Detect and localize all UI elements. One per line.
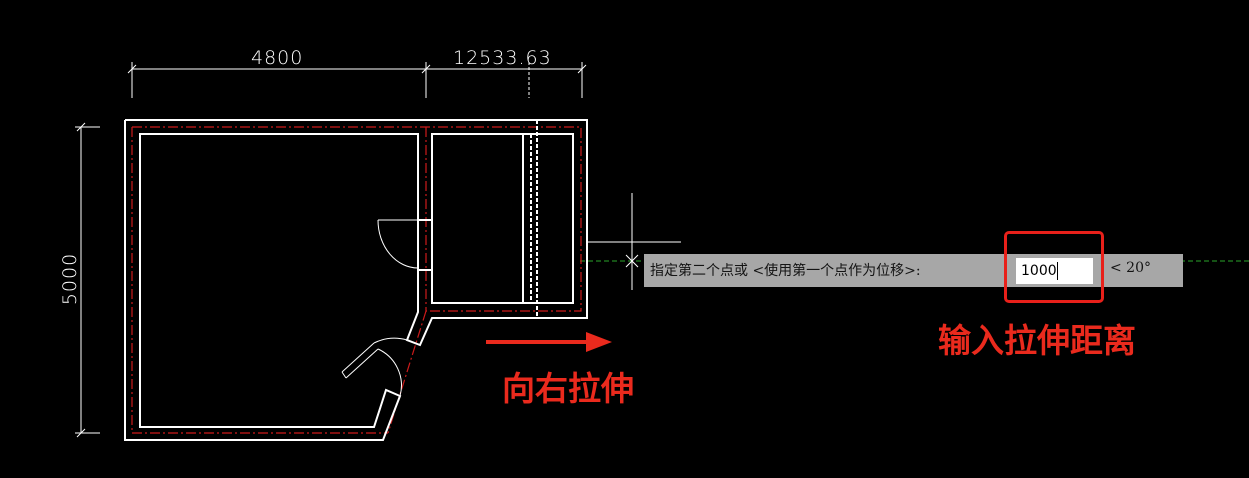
- dimension-width-left-label: 4800: [251, 47, 304, 69]
- distance-input[interactable]: 1000: [1016, 258, 1093, 284]
- dimension-height-label: 5000: [59, 252, 82, 306]
- stretch-direction-arrow-icon: [486, 332, 612, 352]
- top-dimension: [127, 62, 587, 98]
- command-prompt-text: 指定第二个点或 <使用第一个点作为位移>:: [650, 263, 921, 279]
- text-caret: [1057, 262, 1058, 280]
- annotation-stretch-right: 向右拉伸: [502, 369, 634, 408]
- dynamic-input-prompt: 指定第二个点或 <使用第一个点作为位移>: 1000 < 20°: [644, 254, 1183, 287]
- angle-readout: < 20°: [1110, 260, 1151, 276]
- left-dimension: [75, 122, 100, 438]
- walls: [124, 119, 588, 441]
- dimension-width-right-label: 12533.63: [453, 47, 552, 69]
- input-highlight-box: [1004, 231, 1104, 303]
- crosshair-cursor-icon: [586, 193, 681, 290]
- annotation-enter-distance: 输入拉伸距离: [938, 321, 1136, 360]
- doors: [341, 219, 419, 397]
